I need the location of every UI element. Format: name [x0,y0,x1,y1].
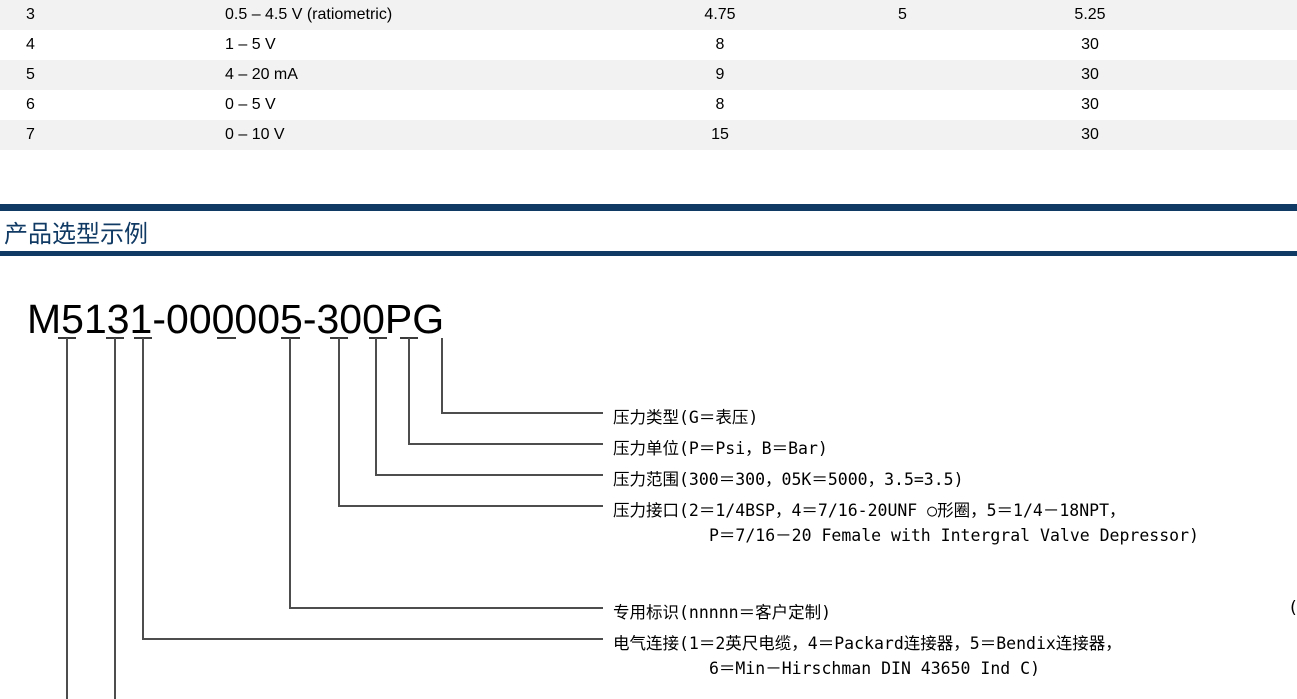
table-cell-no: 6 [26,96,35,113]
table-cell-max: 5.25 [1074,6,1106,23]
table-cell-no: 7 [26,126,35,143]
table-cell-max: 30 [1081,126,1099,143]
table-cell-output: 0 – 10 V [225,126,285,143]
table-cell-output: 0.5 – 4.5 V (ratiometric) [225,6,393,23]
table-cell-no: 4 [26,36,35,53]
section-rule-bottom [0,251,1297,256]
callout-list: 压力类型(G＝表压) 压力单位(P＝Psi，B＝Bar) 压力范围(300＝300，… [613,0,1297,699]
callout-label-continuation: 6＝Min－Hirschman DIN 43650 Ind C) [709,659,1041,678]
table-row: 4 1 – 5 V 8 30 [0,30,1297,60]
leader-pressure-type [441,338,603,414]
table-row: 6 0 – 5 V 8 30 [0,90,1297,120]
table-cell-typ: 5 [898,6,907,23]
table-cell-no: 5 [26,66,35,83]
table-cell-min: 8 [715,36,725,53]
callout-item: 压力接口(2＝1/4BSP，4＝7/16-20UNF ○形圈，5＝1/4－18N… [613,498,1199,548]
specification-table: 3 0.5 – 4.5 V (ratiometric) 4.75 5 5.25 4 1 – … [0,0,1297,150]
table-cell-output: 0 – 5 V [225,96,276,113]
table-cell-min: 9 [715,66,725,83]
callout-label: 压力单位(P＝Psi，B＝Bar) [613,439,828,458]
table-cell-output: 4 – 20 mA [225,66,298,83]
table-cell-min: 4.75 [704,6,736,23]
table-cell-max: 30 [1081,66,1099,83]
table-cell-max: 30 [1081,36,1099,53]
section-header: 产品选型示例 [0,204,1297,256]
leader-special-mark [289,338,603,609]
callout-item: 压力类型(G＝表压) [613,405,758,430]
callout-label: 电气连接(1＝2英尺电缆，4＝Packard连接器，5＝Bendix连接器， [613,634,1122,653]
clipped-paren-fragment: ( [1288,598,1297,618]
table-row: 7 0 – 10 V 15 30 [0,120,1297,150]
table-cell-output: 1 – 5 V [225,36,276,53]
table-row: 3 0.5 – 4.5 V (ratiometric) 4.75 5 5.25 [0,0,1297,30]
section-title: 产品选型示例 [4,219,148,248]
callout-label: 压力类型(G＝表压) [613,408,759,427]
leader-electrical-connection [142,338,603,640]
callout-item: 电气连接(1＝2英尺电缆，4＝Packard连接器，5＝Bendix连接器， 6＝… [613,631,1122,681]
leader-pressure-range [375,338,603,476]
callout-label: 压力范围(300＝300，05K＝5000，3.5=3.5) [613,470,964,489]
table-cell-min: 8 [715,96,725,113]
callout-item: 专用标识(nnnnn＝客户定制) [613,600,831,625]
callout-label: 压力接口(2＝1/4BSP，4＝7/16-20UNF ○形圈，5＝1/4－18N… [613,501,1126,520]
table-cell-no: 3 [26,6,35,23]
callout-label-continuation: P＝7/16－20 Female with Intergral Valve De… [709,526,1199,545]
section-rule-top [0,204,1297,211]
table-row: 5 4 – 20 mA 9 30 [0,60,1297,90]
callout-label: 专用标识(nnnnn＝客户定制) [613,603,832,622]
leader-pressure-unit [408,338,603,445]
part-number-example: M5131-000005-300PG [27,296,445,342]
callout-item: 压力单位(P＝Psi，B＝Bar) [613,436,828,461]
leader-pressure-port [338,338,603,507]
callout-item: 压力范围(300＝300，05K＝5000，3.5=3.5) [613,467,964,492]
table-cell-max: 30 [1081,96,1099,113]
table-cell-min: 15 [711,126,729,143]
